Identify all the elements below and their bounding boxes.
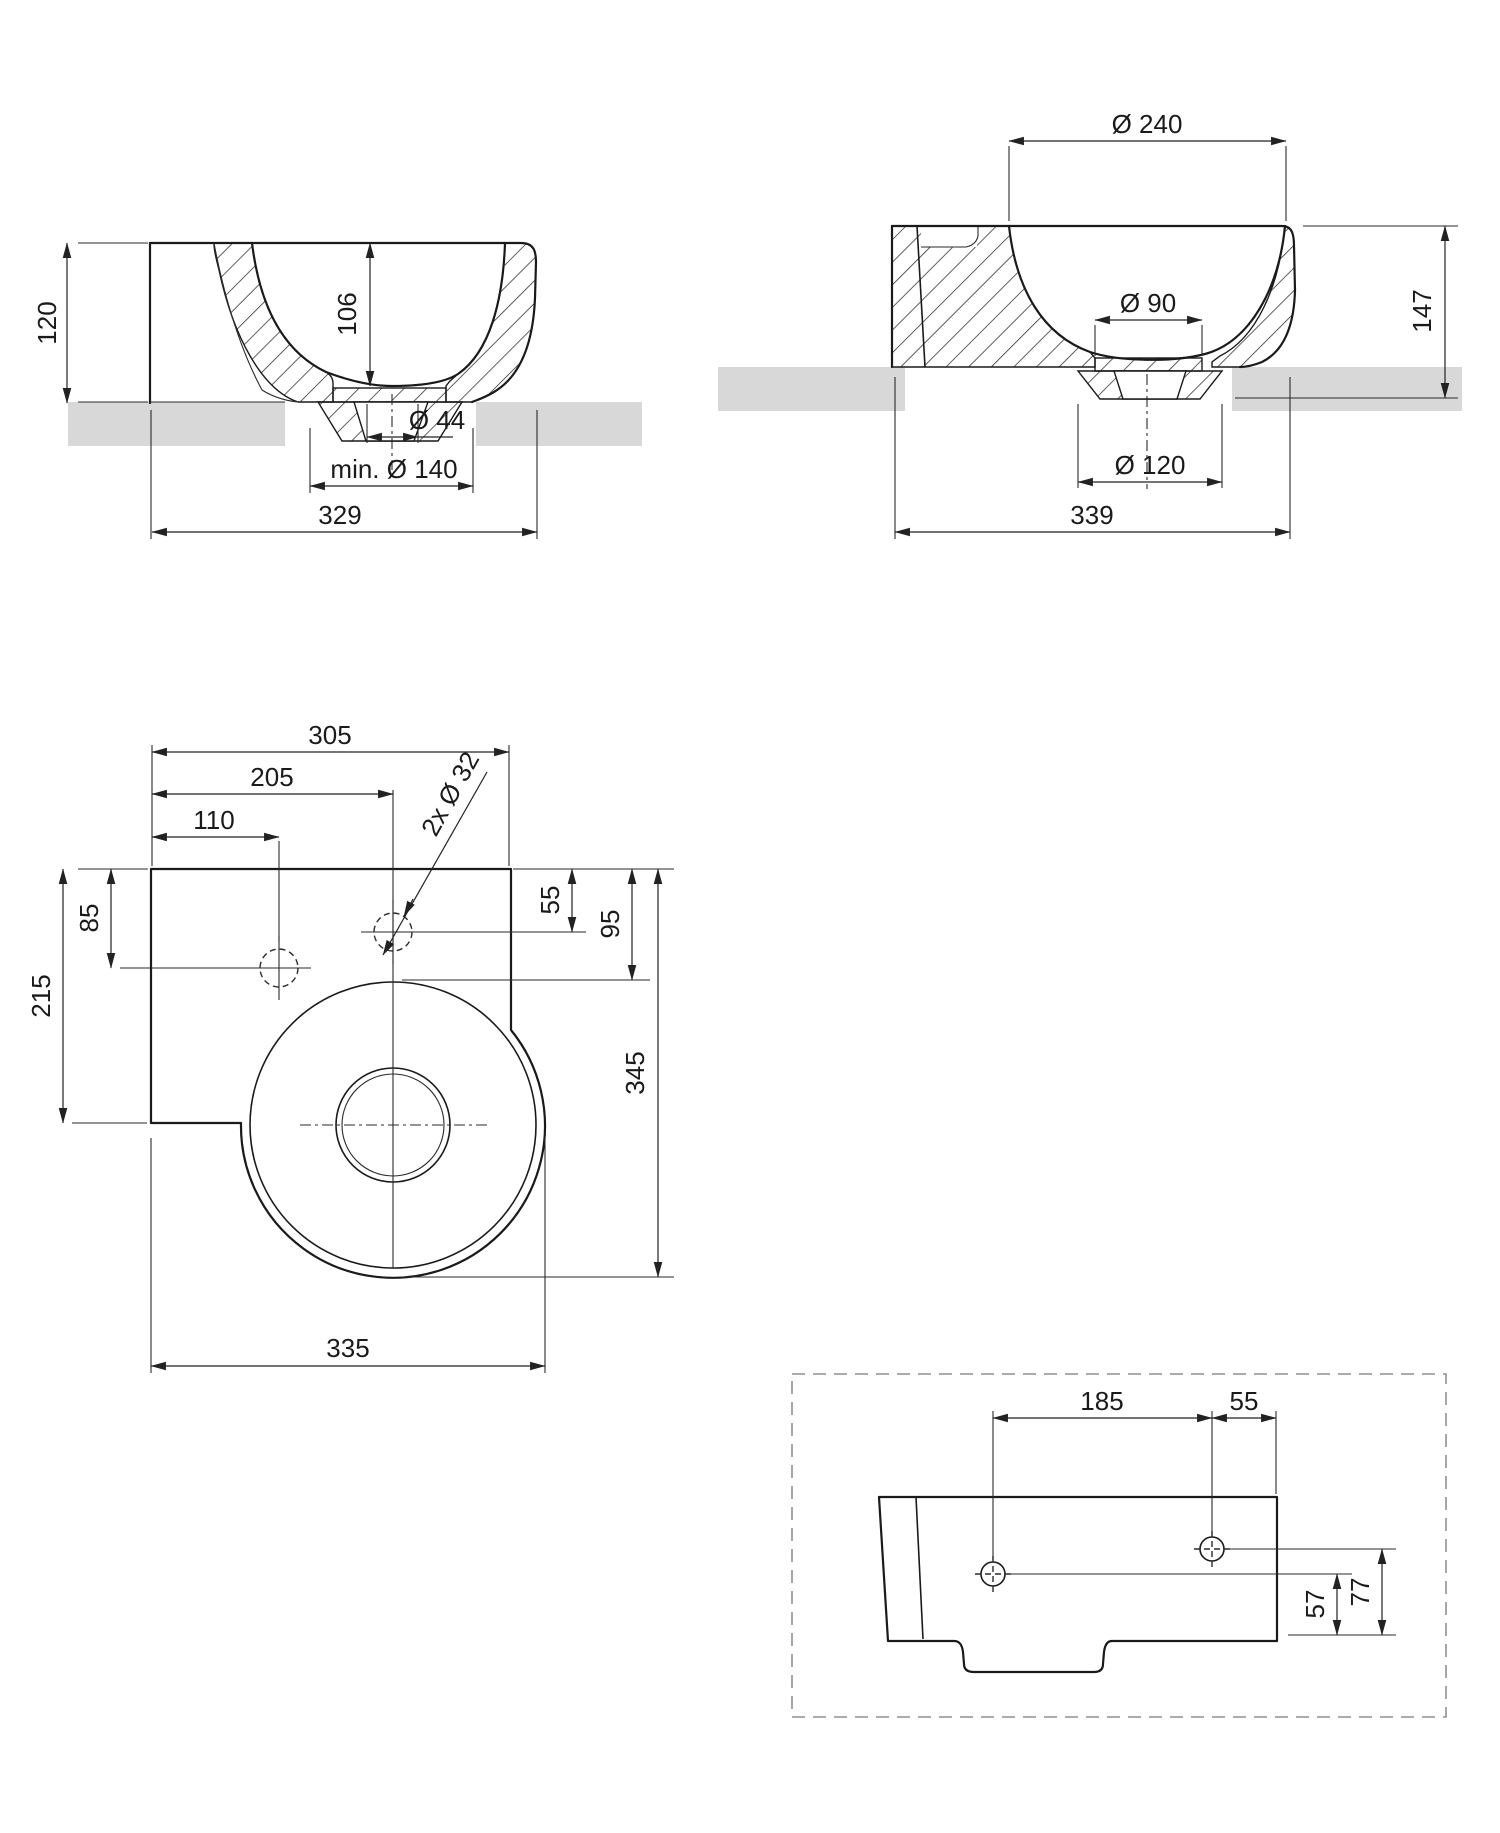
fixing-hole-left <box>980 1561 1006 1587</box>
top-width-extension-lines <box>151 745 510 866</box>
counter-slab-left <box>68 402 285 446</box>
height-extension-lines <box>78 242 148 403</box>
tap-holes-leader-arrow2 <box>403 898 415 917</box>
drain-flange-hatch <box>332 387 447 403</box>
tap-holes-leader <box>382 771 488 956</box>
dim-label-height-147: 147 <box>1407 289 1437 332</box>
height-extension-lines <box>1009 1548 1396 1636</box>
dim-label-57: 57 <box>1300 1590 1330 1619</box>
fixing-hole-right-crosshair <box>1194 1531 1230 1567</box>
dim-label-85: 85 <box>74 904 104 933</box>
fixing-hole-left-crosshair <box>975 1556 1011 1592</box>
drain-extension-lines <box>1077 404 1223 488</box>
dim-label-depth-106: 106 <box>332 292 362 335</box>
plan-view: 2x Ø 32 305 205 110 85 215 55 95 345 335 <box>26 720 674 1373</box>
rim-recess <box>921 227 977 247</box>
bottom-width-extension-lines <box>150 1138 546 1373</box>
dim-label-height-120: 120 <box>32 301 62 344</box>
dim-label-335: 335 <box>326 1333 369 1363</box>
dim-label-345: 345 <box>620 1051 650 1094</box>
basin-left-chamfer <box>916 225 926 368</box>
dim-label-205: 205 <box>250 762 293 792</box>
bowl-inner-profile <box>250 241 507 388</box>
dim-label-305: 305 <box>308 720 351 750</box>
wall-fixing-view: 185 55 77 57 <box>791 1373 1447 1718</box>
dim-label-55w: 55 <box>1230 1386 1259 1416</box>
rim-recess-step <box>921 227 979 248</box>
left-wall-section-hatch <box>213 242 334 403</box>
counter-slab-right <box>476 402 642 446</box>
wall-band-edge <box>213 242 299 403</box>
front-section-view: Ø 240 Ø 90 147 Ø 120 339 <box>718 109 1462 539</box>
dim-label-drain-120: Ø 120 <box>1115 450 1186 480</box>
counter-slab-left <box>718 367 905 411</box>
height-extension-lines <box>1235 225 1458 399</box>
dim-label-95: 95 <box>595 910 625 939</box>
dim-label-flange-90: Ø 90 <box>1120 288 1176 318</box>
drain-tailpiece <box>1113 370 1187 400</box>
side-section-view: 120 106 Ø 44 min. Ø 140 329 <box>32 241 642 539</box>
body-outline <box>149 867 547 1279</box>
spacing-extension-lines <box>992 1411 1277 1560</box>
bowl-extension-lines <box>1008 146 1287 221</box>
basin-outer-profile <box>890 224 1297 369</box>
fixing-hole-right <box>1199 1536 1225 1562</box>
flange-extension-lines <box>1094 325 1203 356</box>
width-extension-lines <box>894 377 1291 539</box>
bowl-inner-profile <box>1007 224 1287 361</box>
dim-label-min-hole-140: min. Ø 140 <box>330 454 457 484</box>
dim-label-55: 55 <box>535 886 565 915</box>
dim-label-width-339: 339 <box>1070 500 1113 530</box>
optional-view-frame <box>791 1373 1447 1718</box>
dim-label-77: 77 <box>1345 1578 1375 1607</box>
basin-back-outline <box>877 1495 1279 1674</box>
dim-label-bowl-240: Ø 240 <box>1112 109 1183 139</box>
counter-slab-right <box>1232 367 1462 411</box>
basin-outer-profile <box>148 241 538 404</box>
right-wall-section-hatch <box>445 242 537 403</box>
right-extension-lines <box>402 868 674 1278</box>
dim-label-width-329: 329 <box>318 500 361 530</box>
tap-hole-right-crosshair <box>361 900 425 964</box>
tap-hole-left-crosshair <box>247 936 311 1000</box>
dim-label-110: 110 <box>193 805 234 835</box>
width-extension-lines <box>150 410 538 539</box>
basin-back-chamfer <box>915 1496 924 1640</box>
dim-label-185: 185 <box>1080 1386 1123 1416</box>
dim-label-215: 215 <box>26 974 56 1017</box>
dim-label-drain-44: Ø 44 <box>409 405 465 435</box>
